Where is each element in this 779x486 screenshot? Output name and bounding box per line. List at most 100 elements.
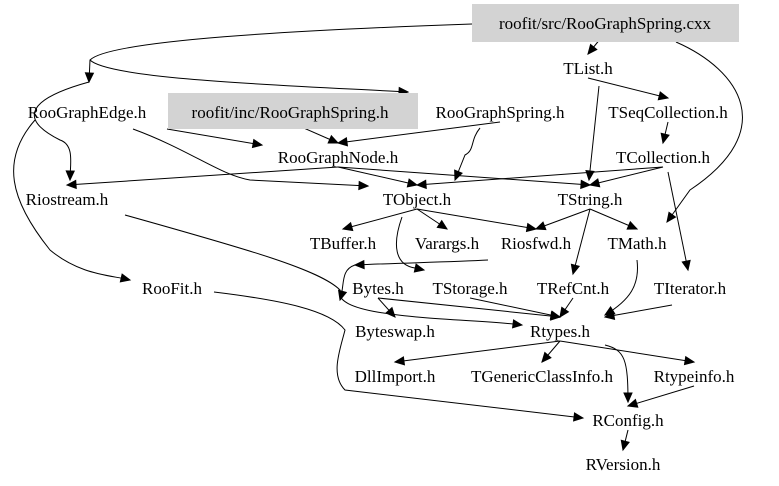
arrowhead-TSeqCollection-to-TCollection	[660, 132, 670, 145]
edge-TCollection-to-TObject	[416, 166, 664, 186]
node-RooGraphEdge[interactable]: RooGraphEdge.h	[28, 103, 147, 122]
node-TRefCnt[interactable]: TRefCnt.h	[537, 279, 610, 298]
node-TCollection[interactable]: TCollection.h	[616, 148, 710, 167]
arrowhead-Rtypeinfo-to-RConfig	[626, 398, 639, 408]
edge-Rtypeinfo-to-RConfig	[627, 385, 695, 407]
edge-TList-to-TSeqCollection	[587, 77, 669, 99]
node-label: TSeqCollection.h	[608, 103, 728, 122]
node-TGenericClassInfo[interactable]: TGenericClassInfo.h	[471, 367, 614, 386]
node-label: TObject.h	[383, 190, 452, 209]
node-label: TList.h	[563, 59, 613, 78]
node-label: Bytes.h	[352, 279, 404, 298]
node-inc[interactable]: roofit/inc/RooGraphSpring.h	[168, 93, 418, 129]
edge-TStorage-to-Rtypes	[469, 297, 561, 318]
nodes-layer: roofit/src/RooGraphSpring.cxxTList.hRooG…	[26, 4, 739, 474]
node-DllImport[interactable]: DllImport.h	[355, 367, 436, 386]
node-RooGraphSpring[interactable]: RooGraphSpring.h	[436, 103, 565, 122]
arrowhead-RooGraphEdge-to-TObject	[358, 180, 370, 191]
edge-RooGraphEdge-to-TObject	[132, 128, 369, 187]
node-highlight-box	[472, 4, 739, 42]
arrowhead-src-to-RooGraphEdge	[84, 72, 95, 84]
node-RooFit[interactable]: RooFit.h	[142, 279, 202, 298]
node-label: Rtypes.h	[530, 322, 590, 341]
node-TStorage[interactable]: TStorage.h	[432, 279, 508, 298]
node-Varargs[interactable]: Varargs.h	[415, 234, 480, 253]
node-label: RooGraphSpring.h	[436, 103, 565, 122]
edge-RooFit-to-RConfig	[213, 291, 584, 419]
node-RConfig[interactable]: RConfig.h	[592, 411, 664, 430]
node-highlight-box	[168, 93, 418, 129]
node-label: TIterator.h	[654, 279, 727, 298]
edge-RooGraphNode-to-TObject	[337, 166, 418, 186]
arrowhead-Rtypes-to-RConfig	[623, 392, 633, 404]
node-TString[interactable]: TString.h	[558, 190, 623, 209]
node-TSeqCollection[interactable]: TSeqCollection.h	[608, 103, 728, 122]
edge-RooGraphSpring-to-RooGraphNode	[337, 121, 501, 144]
edge-TString-to-TRefCnt	[572, 208, 591, 275]
edge-Rtypes-to-Rtypeinfo	[559, 340, 695, 363]
node-TIterator[interactable]: TIterator.h	[654, 279, 727, 298]
edge-RooGraphEdge-to-RooGraphNode	[166, 128, 263, 146]
edge-TIterator-to-Rtypes	[604, 304, 673, 318]
node-Rtypes[interactable]: Rtypes.h	[530, 322, 590, 341]
node-RooGraphNode[interactable]: RooGraphNode.h	[278, 148, 399, 167]
arrowhead-TIterator-to-Rtypes	[603, 310, 616, 321]
arrowhead-RooGraphNode-to-TString	[580, 179, 592, 190]
arrowhead-TObject-to-Varargs	[436, 219, 449, 230]
arrowhead-TBuffer-to-Bytes	[337, 289, 348, 302]
edge-TObject-to-TBuffer	[342, 208, 418, 230]
edge-TCollection-to-TString	[589, 166, 664, 186]
arrowhead-Rtypes-to-DllImport	[393, 356, 406, 366]
node-label: TBuffer.h	[310, 234, 377, 253]
node-Rtypeinfo[interactable]: Rtypeinfo.h	[654, 367, 735, 386]
arrowhead-Rtypes-to-TGenericClassInfo	[541, 351, 552, 363]
node-label: TString.h	[558, 190, 623, 209]
node-Byteswap[interactable]: Byteswap.h	[355, 322, 435, 341]
edge-TMath-to-Rtypes	[604, 259, 639, 316]
node-Riosfwd[interactable]: Riosfwd.h	[501, 234, 572, 253]
node-TList[interactable]: TList.h	[563, 59, 613, 78]
arrowhead-TStorage-to-Rtypes	[549, 310, 562, 320]
node-TObject[interactable]: TObject.h	[383, 190, 452, 209]
edges-layer	[13, 23, 743, 452]
node-TMath[interactable]: TMath.h	[607, 234, 667, 253]
arrowhead-TCollection-to-TString	[588, 178, 601, 188]
node-TBuffer[interactable]: TBuffer.h	[310, 234, 377, 253]
arrowhead-RooGraphNode-to-Riostream	[65, 179, 77, 190]
node-label: RConfig.h	[592, 411, 664, 430]
node-src[interactable]: roofit/src/RooGraphSpring.cxx	[472, 4, 739, 42]
arrowhead-Rtypes-to-Rtypeinfo	[683, 355, 696, 366]
node-label: Riostream.h	[26, 190, 109, 209]
edge-src-to-RooGraphSpring	[89, 59, 409, 93]
arrowhead-RooGraphSpring-to-RooGraphNode	[336, 137, 349, 147]
edge-Bytes-to-Rtypes	[377, 297, 561, 318]
edge-src-to-TMath	[666, 41, 743, 223]
edge-TString-to-Riosfwd	[535, 208, 591, 230]
node-label: TStorage.h	[432, 279, 508, 298]
edge-RooGraphEdge-to-Riostream	[33, 81, 90, 181]
arrowhead-TString-to-TMath	[626, 220, 639, 230]
edge-RooGraphEdge-to-RooFit	[13, 119, 131, 281]
arrowhead-TString-to-Riosfwd	[534, 221, 547, 231]
node-label: roofit/inc/RooGraphSpring.h	[192, 103, 389, 122]
node-label: RooGraphNode.h	[278, 148, 399, 167]
edge-Rtypes-to-DllImport	[394, 340, 561, 363]
edge-TCollection-to-TIterator	[667, 171, 689, 271]
node-label: TCollection.h	[616, 148, 710, 167]
arrowhead-TObject-to-TStorage	[413, 263, 426, 273]
edge-RooGraphNode-to-TString	[337, 166, 591, 186]
arrowhead-TCollection-to-TObject	[415, 179, 427, 190]
node-label: TMath.h	[607, 234, 667, 253]
node-label: Byteswap.h	[355, 322, 435, 341]
arrowhead-src-to-TList	[587, 43, 598, 55]
arrowhead-RooGraphEdge-to-RooFit	[119, 273, 132, 283]
arrowhead-Riostream-to-Rtypes	[511, 319, 524, 329]
node-Riostream[interactable]: Riostream.h	[26, 190, 109, 209]
arrowhead-TString-to-TRefCnt	[570, 263, 581, 276]
node-Bytes[interactable]: Bytes.h	[352, 279, 404, 298]
edge-TObject-to-Riosfwd	[416, 208, 537, 230]
node-RVersion[interactable]: RVersion.h	[586, 455, 661, 474]
arrowhead-TRefCnt-to-Rtypes	[559, 306, 570, 319]
arrowhead-TList-to-TSeqCollection	[657, 91, 670, 101]
